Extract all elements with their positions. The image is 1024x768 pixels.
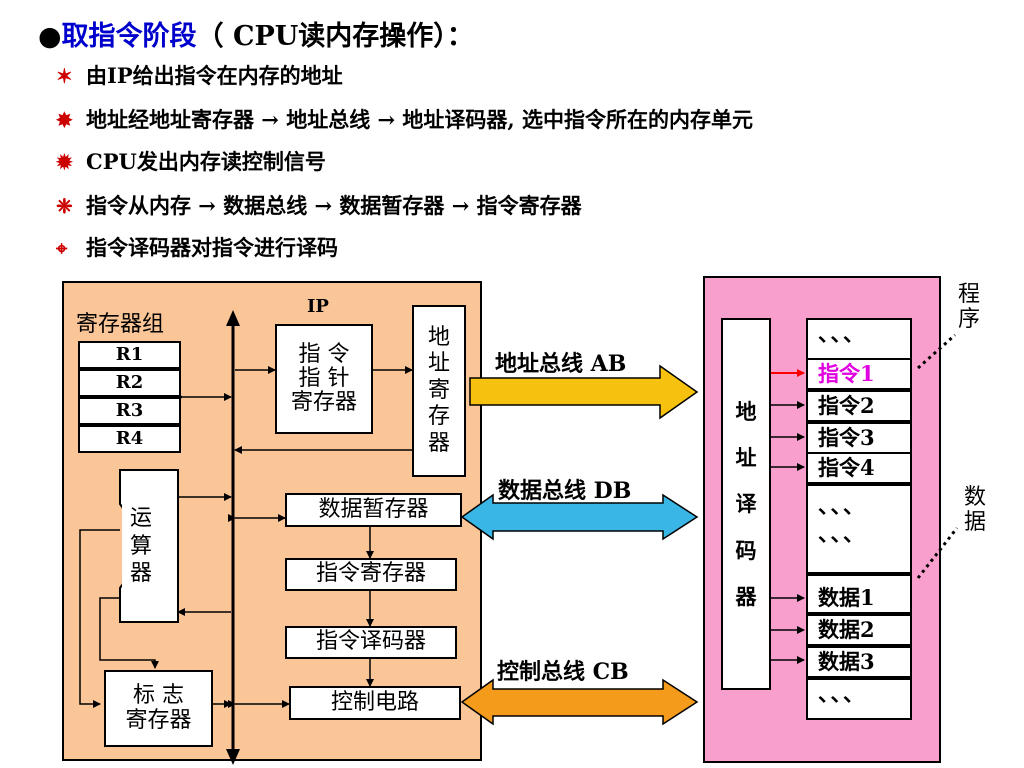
program-label: 程 序	[958, 282, 981, 333]
register-group-label: 寄存器组	[76, 312, 165, 337]
flag-register: 标 志 寄存器	[104, 670, 213, 747]
bullet-text: 指令从内存 → 数据总线 → 数据暂存器 → 指令寄存器	[86, 193, 582, 218]
control-bus-arrow	[460, 678, 699, 726]
memory-cell-data-2: 数据2	[806, 614, 912, 646]
star-icon: ✶	[56, 64, 73, 88]
memory-cell-data-1: 数据1	[806, 574, 912, 614]
control-circuit: 控制电路	[289, 686, 461, 720]
memory-cell-instruction-2: 指令2	[806, 390, 912, 422]
bullet-item: ✸ 地址经地址寄存器 → 地址总线 → 地址译码器, 选中指令所在的内存单元	[56, 104, 753, 134]
bullet-item: ✶ 由IP给出指令在内存的地址	[56, 60, 343, 90]
gear-burst-icon: ✹	[56, 150, 73, 174]
instruction-pointer-register: 指 令 指 针 寄存器	[275, 324, 373, 434]
bullet-text: 地址经地址寄存器 → 地址总线 → 地址译码器, 选中指令所在的内存单元	[86, 107, 754, 132]
register-r2: R2	[78, 369, 181, 397]
register-r1: R1	[78, 341, 181, 369]
title-bullet: ●	[38, 21, 62, 52]
snowflake-icon: ❈	[56, 194, 73, 218]
memory-cell-data-3: 数据3	[806, 646, 912, 678]
title-rest: （ CPU读内存操作）：	[196, 21, 474, 52]
register-r4: R4	[78, 425, 181, 453]
title-highlight: 取指令阶段	[61, 21, 197, 52]
instruction-decoder: 指令译码器	[285, 626, 457, 659]
data-buffer-register: 数据暂存器	[285, 493, 462, 527]
bullet-text: CPU发出内存读控制信号	[86, 149, 326, 174]
address-register: 地 址 寄 存 器	[412, 305, 466, 477]
ellipsis-row: 、、、	[818, 521, 866, 546]
data-label: 数 据	[964, 485, 987, 536]
bullet-item: ⌖ 指令译码器对指令进行译码	[56, 232, 338, 262]
memory-cell-ellipsis-middle: 、、、 、、、	[806, 484, 912, 574]
crosshair-icon: ⌖	[56, 236, 68, 260]
memory-cell-instruction-1: 指令1	[806, 358, 912, 390]
page-title: ●取指令阶段（ CPU读内存操作）：	[38, 14, 474, 53]
star-burst-icon: ✸	[56, 108, 73, 132]
instruction-register: 指令寄存器	[285, 558, 457, 591]
bullet-item: ❈ 指令从内存 → 数据总线 → 数据暂存器 → 指令寄存器	[56, 190, 582, 220]
memory-cell-ellipsis-top: 、、、	[806, 318, 912, 360]
memory-cell-instruction-4: 指令4	[806, 452, 912, 484]
ellipsis-row: 、、、	[818, 493, 866, 518]
data-bus-label: 数据总线 DB	[498, 478, 632, 504]
ip-label: IP	[307, 296, 329, 317]
bullet-item: ✹ CPU发出内存读控制信号	[56, 146, 326, 176]
register-r3: R3	[78, 397, 181, 425]
memory-cell-ellipsis-bottom: 、、、	[806, 678, 912, 720]
control-bus-label: 控制总线 CB	[497, 659, 629, 685]
internal-bus-arrow-bottom	[226, 749, 240, 765]
bullet-text: 由IP给出指令在内存的地址	[86, 63, 343, 88]
internal-bus-arrow-top	[226, 310, 240, 326]
alu-label: 运 算 器	[122, 505, 160, 588]
data-bus-arrow	[460, 493, 699, 541]
address-decoder: 地 址 译 码 器	[721, 318, 771, 690]
address-bus-label: 地址总线 AB	[495, 351, 627, 377]
memory-cell-instruction-3: 指令3	[806, 422, 912, 454]
address-bus-arrow	[469, 364, 699, 420]
bullet-text: 指令译码器对指令进行译码	[86, 235, 338, 260]
